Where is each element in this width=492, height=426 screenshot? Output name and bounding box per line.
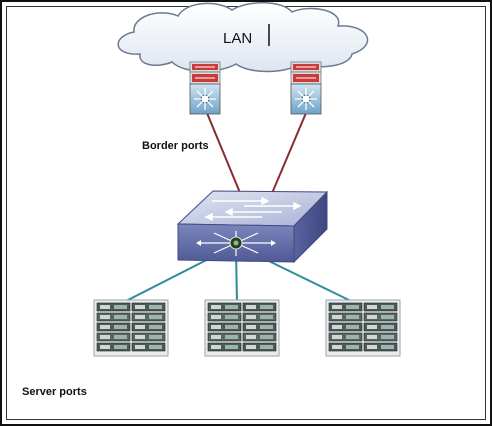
core-switch-icon bbox=[176, 190, 329, 264]
cloud-icon bbox=[117, 2, 369, 73]
border-router-right-icon bbox=[290, 61, 322, 115]
border-router-left-icon bbox=[189, 61, 221, 115]
border-ports-label: Border ports bbox=[142, 140, 209, 152]
cloud-label: LAN bbox=[223, 30, 252, 47]
uplink-lines bbox=[206, 112, 307, 201]
uplink-left bbox=[206, 112, 244, 201]
server-rack-center-icon bbox=[204, 299, 280, 357]
server-rack-right-icon bbox=[325, 299, 401, 357]
server-ports-label: Server ports bbox=[22, 386, 87, 398]
uplink-right bbox=[269, 112, 307, 199]
server-rack-left-icon bbox=[93, 299, 169, 357]
